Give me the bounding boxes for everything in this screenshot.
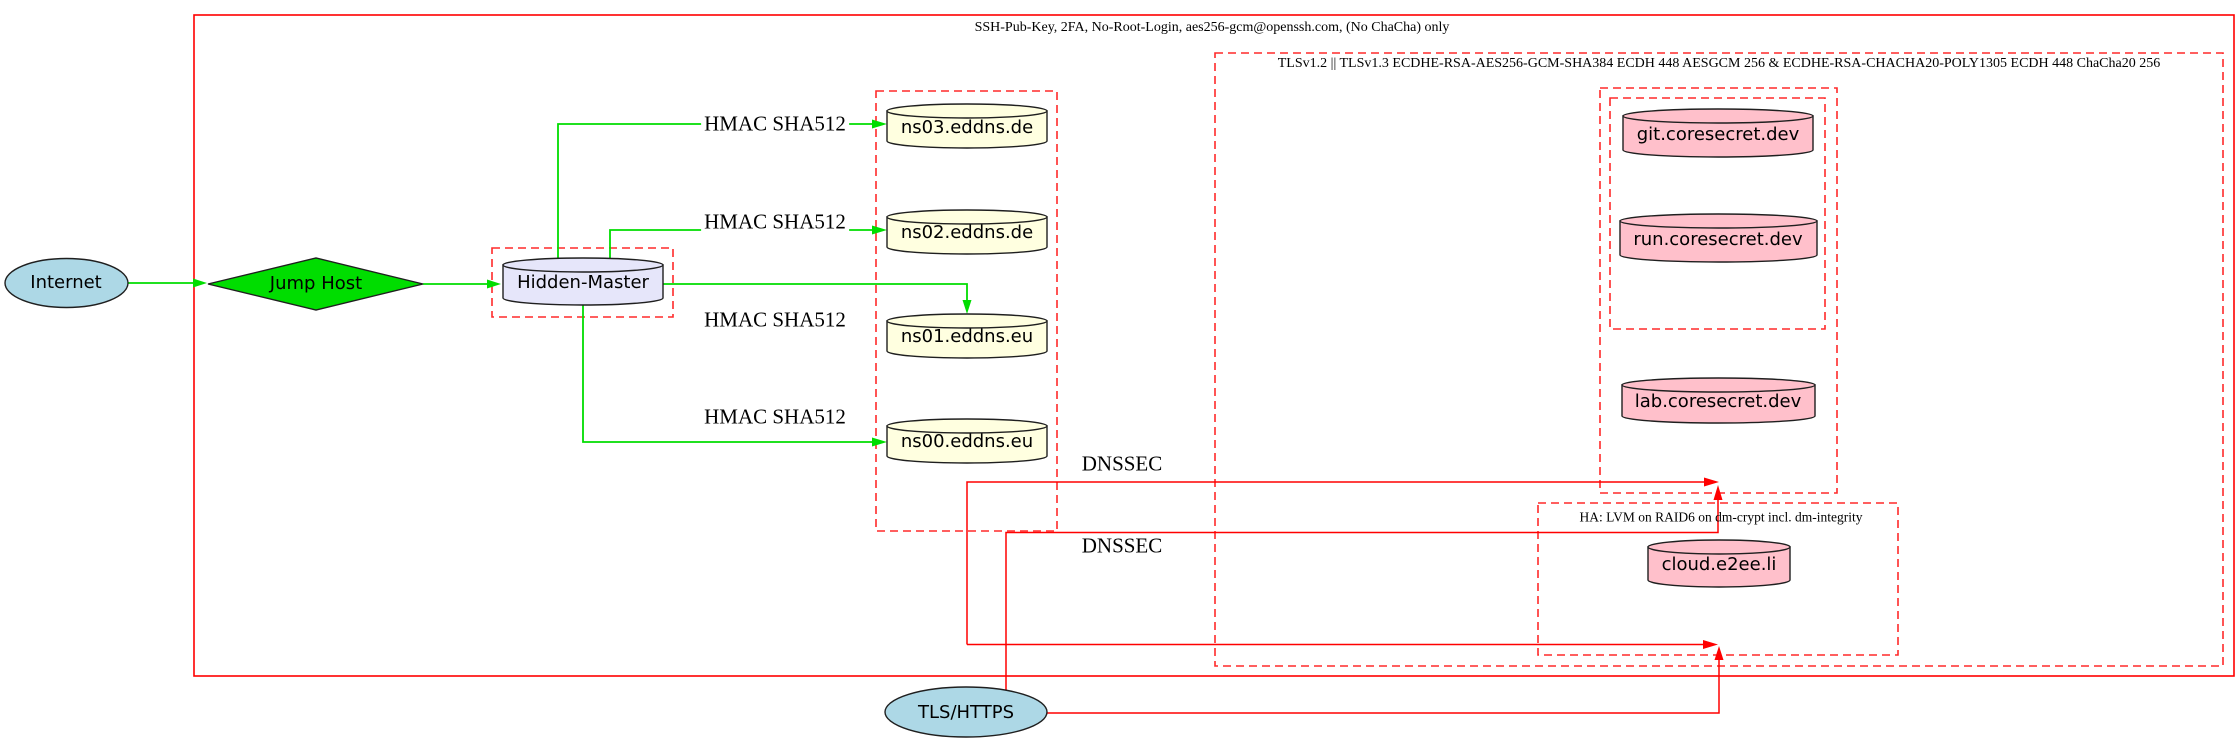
edge-hiddenmaster-ns01: [663, 283, 968, 300]
ns01-cylinder-top: [886, 313, 1048, 329]
cloud-label: cloud.e2ee.li: [1661, 554, 1777, 575]
arrowhead-internet-jumphost: [193, 278, 207, 288]
arrowhead-ns03: [872, 119, 887, 129]
edge-tlshttps-ha: [1047, 660, 1720, 714]
arrowhead-jumphost-hiddenmaster: [487, 279, 501, 289]
tls-https-label: TLS/HTTPS: [917, 702, 1015, 723]
dnssec-label-upper: DNSSEC: [1081, 451, 1163, 476]
git-cylinder-body: [1622, 115, 1814, 158]
arrowhead-dnssec-upper: [1704, 477, 1719, 487]
ns00-cylinder-top: [886, 418, 1048, 434]
ns00-node: [886, 418, 1048, 464]
hmac-label-ns01: HMAC SHA512: [701, 309, 849, 331]
lab-cylinder-body: [1621, 384, 1816, 424]
ssh-cluster-box: [193, 14, 2235, 677]
lab-label: lab.coresecret.dev: [1634, 391, 1802, 412]
run-label: run.coresecret.dev: [1633, 229, 1803, 250]
arrowhead-ns01: [962, 300, 972, 314]
hmac-label-ns02: HMAC SHA512: [701, 211, 849, 233]
git-node: [1622, 108, 1814, 158]
arrowhead-tlshttps-lab: [1713, 485, 1723, 500]
eddns-cluster-box: [875, 90, 1058, 532]
arrowhead-ns00: [872, 437, 887, 447]
arrowhead-tlshttps-ha: [1714, 646, 1724, 660]
lab-node: [1621, 377, 1816, 424]
dnssec-label-lower: DNSSEC: [1081, 533, 1163, 558]
edge-dnssec-upper: [966, 481, 1704, 645]
ssh-cluster-label: SSH-Pub-Key, 2FA, No-Root-Login, aes256-…: [974, 20, 1450, 35]
arrowhead-dnssec-lower: [1703, 640, 1718, 649]
hidden-master-label: Hidden-Master: [517, 272, 649, 293]
ns02-label: ns02.eddns.de: [900, 222, 1034, 243]
ns03-cylinder-top: [886, 103, 1048, 119]
hmac-label-ns00: HMAC SHA512: [701, 406, 849, 428]
tls-cluster-label: TLSv1.2 || TLSv1.3 ECDHE-RSA-AES256-GCM-…: [1277, 56, 2161, 71]
hidden-master-node: [502, 257, 664, 306]
hidden-master-cylinder-body: [502, 264, 664, 306]
hmac-label-ns03: HMAC SHA512: [701, 113, 849, 135]
ha-cluster-label: HA: LVM on RAID6 on dm-crypt incl. dm-in…: [1579, 509, 1863, 525]
jump-host-node: [207, 257, 424, 311]
cloud-node: [1647, 539, 1791, 588]
ns02-cylinder-body: [886, 216, 1048, 255]
ns00-cylinder-body: [886, 425, 1048, 464]
ns03-label: ns03.eddns.de: [900, 117, 1034, 138]
hidden-master-cylinder-top: [502, 257, 664, 273]
ns00-label: ns00.eddns.eu: [900, 431, 1034, 452]
ns02-cylinder-top: [886, 209, 1048, 225]
internet-label: Internet: [30, 272, 102, 293]
edge-tlshttps-lab: [1005, 500, 1719, 692]
cloud-cylinder-top: [1647, 539, 1791, 555]
ns01-cylinder-body: [886, 320, 1048, 359]
run-node: [1619, 213, 1818, 263]
run-cylinder-top: [1619, 213, 1818, 229]
ns03-cylinder-body: [886, 110, 1048, 149]
ns01-node: [886, 313, 1048, 359]
edge-hiddenmaster-ns00: [582, 305, 872, 443]
edge-hiddenmaster-ns03: [557, 123, 872, 258]
cloud-cylinder-body: [1647, 546, 1791, 588]
arrowhead-ns02: [872, 225, 887, 235]
git-label: git.coresecret.dev: [1636, 124, 1800, 145]
gitrun-cluster-box: [1609, 97, 1826, 330]
git-cylinder-top: [1622, 108, 1814, 124]
ns01-label: ns01.eddns.eu: [900, 326, 1034, 347]
internet-node: [4, 257, 129, 309]
tls-https-node: [884, 686, 1048, 738]
ns03-node: [886, 103, 1048, 149]
run-cylinder-body: [1619, 220, 1818, 263]
ns02-node: [886, 209, 1048, 255]
jump-host-label: Jump Host: [269, 273, 363, 294]
lab-cylinder-top: [1621, 377, 1816, 393]
edge-hiddenmaster-ns02: [609, 229, 872, 258]
